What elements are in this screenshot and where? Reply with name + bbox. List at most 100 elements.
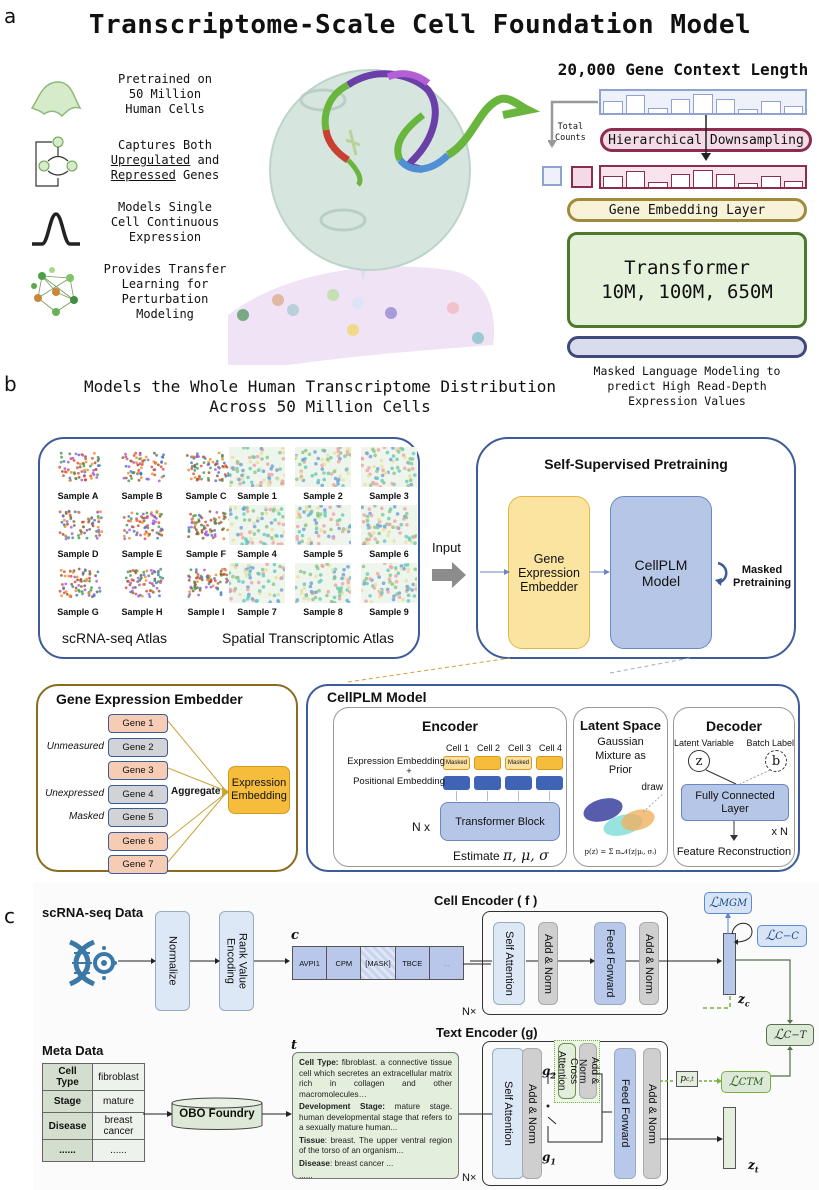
cell-dot	[352, 297, 364, 309]
obo-foundry-database	[171, 1097, 263, 1130]
cell-dot	[472, 332, 484, 344]
scrna-data-label: scRNA-seq Data	[42, 905, 144, 920]
embedding-arrow	[549, 791, 550, 801]
expression-embedding-token: Masked	[443, 756, 470, 770]
dna-strand-green	[346, 158, 363, 187]
meta-key: Cell Type	[42, 1063, 93, 1091]
feature-line: Provides Transfer	[103, 262, 227, 276]
cell-encoder-title: Cell Encoder ( f )	[434, 893, 538, 908]
meta-value: mature	[92, 1090, 145, 1113]
expression-bar	[648, 107, 668, 113]
decoder-repeat-label: x N	[771, 826, 789, 838]
gaussian-mixture-plot	[583, 792, 665, 836]
embedding-arrow	[518, 791, 519, 801]
cellplm-model-detail	[306, 684, 800, 872]
caption-line: Masked Language Modeling to	[593, 364, 781, 378]
latent-variable-label: Latent Variable	[674, 738, 734, 748]
desc-line: Prior	[608, 764, 633, 776]
expression-bar	[625, 171, 646, 187]
t-symbol: t	[291, 1038, 298, 1053]
block-label: Add & Norm	[646, 1083, 658, 1144]
gene-status-label: Unmeasured	[46, 740, 104, 752]
obo-foundry-label: OBO Foundry	[179, 1108, 255, 1120]
latent-space-box: Latent Space Gaussian Mixture as Prior d…	[573, 707, 668, 867]
scrna-sample-image	[122, 509, 164, 541]
loss-symbol: ℒ	[728, 1074, 739, 1090]
text-feed-forward: Feed Forward	[614, 1048, 636, 1179]
gaussian-component	[621, 809, 655, 831]
decoder-box: Decoder Latent Variable Batch Label z b …	[673, 707, 795, 867]
ctm-dashed-arrows	[660, 1078, 722, 1084]
gating-switch-paths	[546, 1073, 612, 1143]
expression-bar	[715, 98, 736, 113]
bell-curve-icon	[32, 212, 80, 246]
scrna-atlas-label: scRNA-seq Atlas	[62, 630, 168, 646]
zt-label: zt	[748, 1158, 759, 1175]
expression-bar	[603, 176, 623, 187]
transformer-label: Transformer	[624, 257, 750, 279]
sample-thumbnail: Sample C	[178, 447, 234, 501]
caption-line: Expression Values	[628, 394, 746, 408]
expression-embedding-label: Expression Embedding	[347, 756, 445, 767]
loss-symbol: ℒ	[708, 895, 719, 911]
cell-dot	[327, 289, 339, 301]
feature-transfer: Provides Transfer Learning for Perturbat…	[90, 262, 240, 322]
sample-thumbnail: Sample A	[50, 447, 106, 501]
expression-bar	[648, 182, 668, 187]
expression-bar	[693, 94, 713, 113]
masked-pretraining-loop-icon	[715, 561, 728, 586]
gene-status-label: Masked	[68, 811, 104, 822]
text-add-norm-1: Add & Norm	[522, 1048, 542, 1179]
block-label: Feed Forward	[604, 929, 616, 998]
text-encoder-title: Text Encoder (g)	[436, 1025, 538, 1040]
sample-label: Sample 9	[369, 607, 409, 617]
feature-line: and	[190, 153, 220, 167]
sample-label: Sample 7	[237, 607, 277, 617]
dna-strand-green	[394, 112, 426, 162]
total-counts-token	[542, 166, 562, 186]
scrna-sample-image	[58, 567, 102, 598]
detail-connectors	[347, 657, 691, 683]
sample-label: Sample I	[187, 607, 225, 617]
sample-label: Sample 3	[369, 491, 409, 501]
sample-thumbnail: Sample H	[114, 563, 170, 617]
title-line: Across 50 Million Cells	[209, 397, 431, 416]
expression-bar	[625, 95, 646, 113]
feature-line: Models Single	[118, 200, 212, 214]
estimate-label: Estimate π, μ, σ	[453, 848, 549, 864]
dna-strand-blue	[397, 152, 451, 173]
rank-value-encoding-block: Rank Value Encoding	[219, 911, 254, 1011]
total-counts-arrow	[548, 100, 598, 148]
flow-arrows	[480, 569, 610, 575]
draw-label: draw	[641, 782, 663, 793]
meta-key: Disease	[42, 1112, 93, 1140]
encoder-repeat-label: N x	[412, 820, 430, 834]
embedding-arrow	[456, 791, 457, 801]
aggregate-arrows	[167, 720, 230, 863]
token-to-encoder-arrow	[463, 963, 491, 965]
cell-dot	[272, 294, 284, 306]
expression-bar	[670, 174, 691, 187]
scrna-sample-image	[185, 451, 230, 483]
label-line: Masked	[741, 564, 783, 576]
cellplm-model-block[interactable]: CellPLM Model	[610, 496, 712, 649]
caption-line: predict High Read-Depth	[607, 379, 767, 393]
preprocess-arrows	[118, 958, 290, 964]
spatial-sample-image	[229, 563, 285, 603]
cell-dna-illustration	[228, 69, 541, 365]
block-label: Add & Norm	[643, 933, 655, 994]
spatial-sample-image	[361, 447, 417, 487]
g1-label: g1	[542, 1150, 556, 1167]
meta-flow-arrows	[143, 1111, 292, 1117]
feature-line: Human Cells	[125, 102, 205, 116]
cellplm-title: CellPLM Model	[327, 689, 427, 705]
decoder-output-arrow	[730, 821, 738, 841]
meta-value: fibroblast	[92, 1063, 145, 1091]
expression-bar	[603, 100, 623, 113]
network-graph-icon	[31, 267, 78, 316]
feature-line: Expression	[128, 230, 202, 244]
